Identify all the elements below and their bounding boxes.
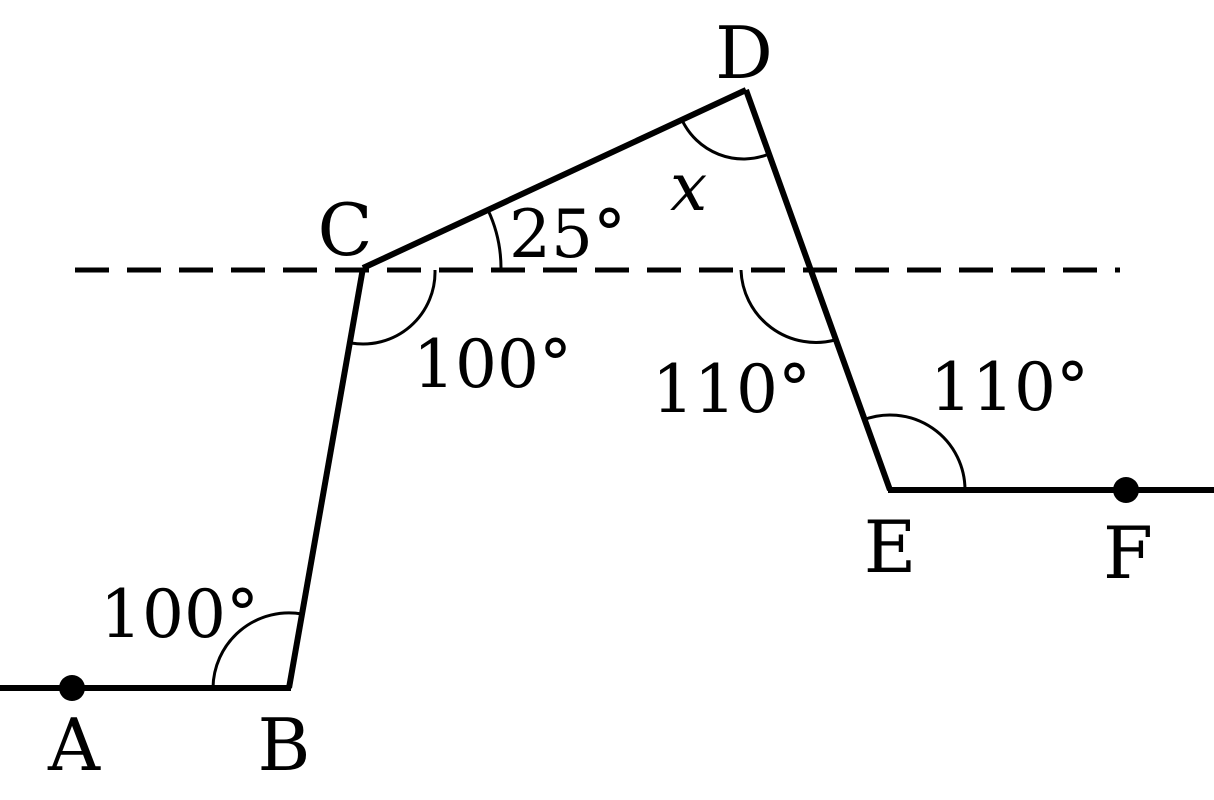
segment-C-D	[361, 87, 748, 271]
angle-arc-DE-transversal	[739, 269, 836, 344]
point-label-C: C	[317, 188, 372, 272]
segment-B-C	[286, 267, 366, 689]
angle-label-DE-transversal: 110°	[652, 351, 811, 428]
point-label-E: E	[864, 505, 917, 589]
point-F-dot	[1113, 477, 1139, 503]
angle-arc-B	[211, 611, 303, 689]
point-label-D: D	[715, 11, 773, 95]
point-label-B: B	[258, 703, 311, 787]
point-A-dot	[59, 675, 85, 701]
angle-arc-E	[862, 413, 967, 491]
point-label-F: F	[1103, 511, 1153, 595]
angle-label-D: x	[670, 149, 707, 226]
angle-label-C-above: 25°	[509, 196, 626, 273]
segment-D-E	[743, 88, 893, 492]
angle-arc-C-below	[350, 269, 437, 346]
angle-label-C-below: 100°	[413, 326, 572, 403]
angle-label-B: 100°	[100, 576, 259, 653]
angle-label-E: 110°	[930, 349, 1089, 426]
point-label-A: A	[47, 703, 101, 787]
angle-arc-C-above	[486, 209, 503, 271]
angle-arc-D	[680, 119, 770, 161]
